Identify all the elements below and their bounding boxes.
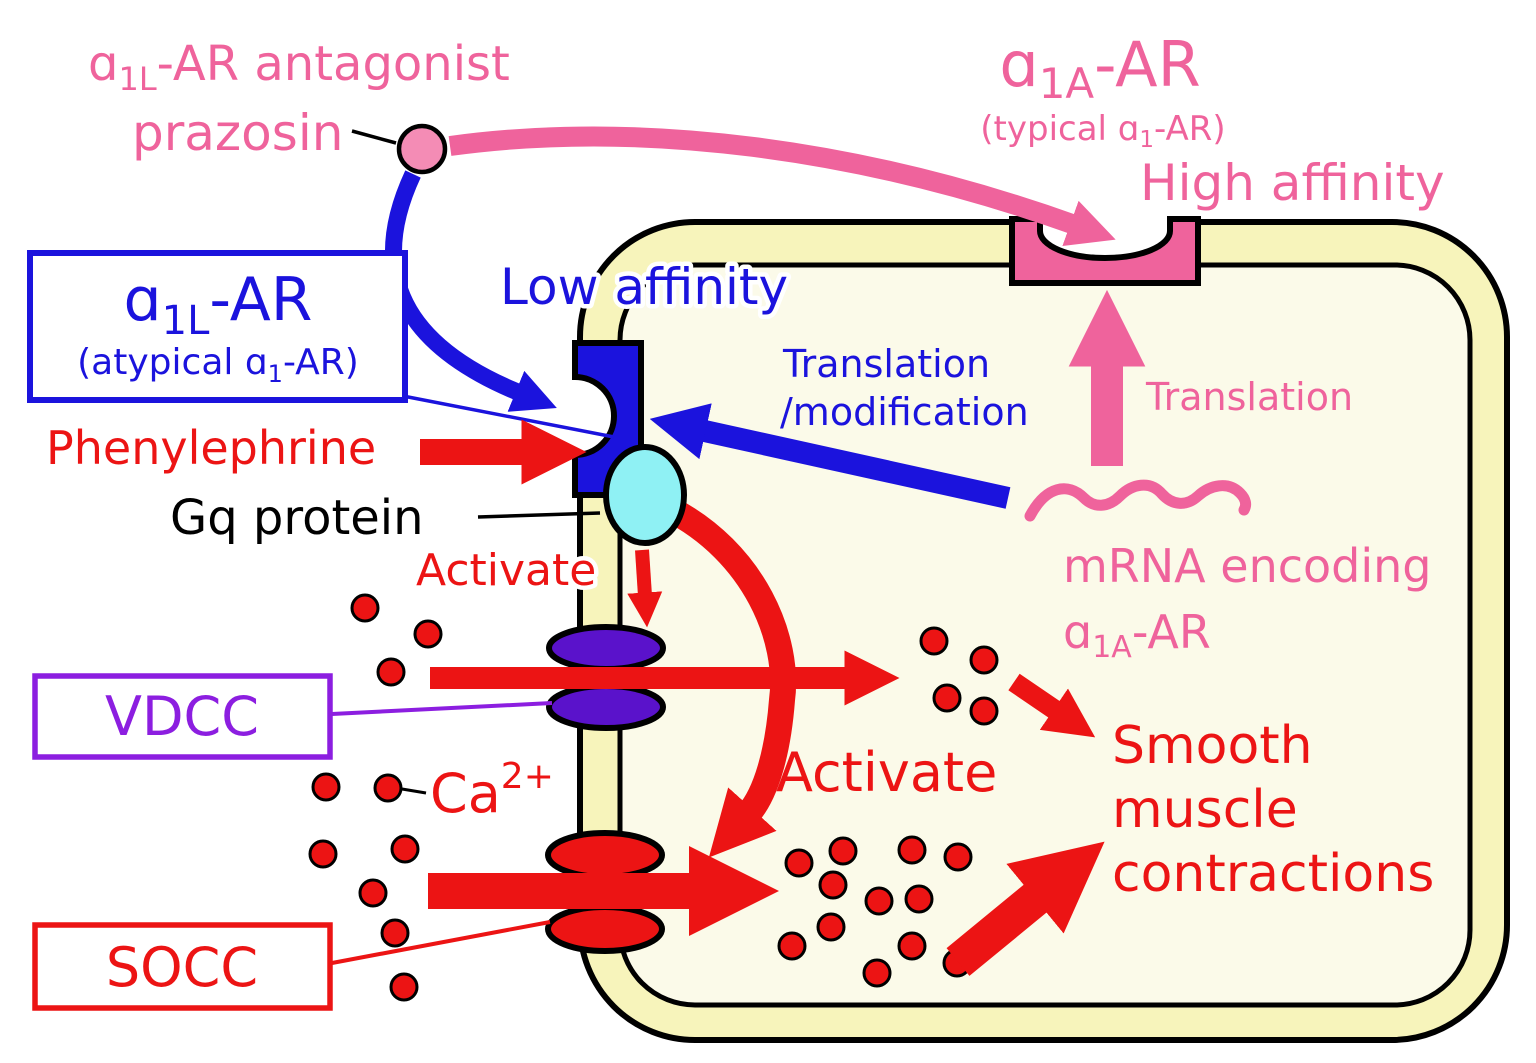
smooth-muscle-line2: muscle: [1112, 780, 1298, 840]
gq-protein-label: Gq protein: [170, 490, 424, 546]
mrna-label-line2: ɑ1A-AR: [1063, 605, 1211, 665]
gq-activate-vdcc-arrow: [627, 549, 663, 628]
prazosin-title-line1: ɑ1L-AR antagonist: [88, 36, 510, 98]
calcium-ion: [311, 772, 341, 802]
socc-label: SOCC: [106, 936, 258, 999]
gq-protein-shape: [603, 444, 687, 546]
smooth-muscle-line3: contractions: [1112, 844, 1434, 904]
calcium-ion: [816, 912, 846, 942]
translation-label: Translation: [1145, 375, 1353, 419]
calcium-ion: [389, 972, 419, 1002]
socc-label-box: [32, 922, 333, 1011]
calcium-ion: [862, 958, 892, 988]
a1l-label-box: [27, 250, 408, 403]
calcium-ion: [380, 918, 410, 948]
gq-activate-label: Activate: [416, 545, 596, 596]
vdcc-pointer-line: [331, 701, 553, 716]
calcium-ion: [413, 619, 443, 649]
vdcc-channel-subunit: [546, 683, 666, 731]
mrna-to-a1l-arrow: [649, 403, 1011, 509]
calcium-ion: [969, 696, 999, 726]
translation-modification-line2: /modification: [780, 390, 1029, 434]
calcium-label: Ca2+: [430, 756, 554, 825]
calcium-to-contraction-arrow-upper: [1008, 673, 1096, 738]
gq-pointer-line: [477, 511, 601, 519]
activate-label-big: Activate: [776, 741, 997, 804]
calcium-ion: [864, 886, 894, 916]
phenylephrine-label: Phenylephrine: [46, 421, 376, 475]
calcium-ion: [919, 626, 949, 656]
calcium-ion: [897, 931, 927, 961]
mrna-wave: [1024, 479, 1252, 522]
a1l-box-subtitle: (atypical ɑ1-AR): [77, 342, 359, 388]
a1a-subtitle: (typical ɑ1-AR): [980, 109, 1225, 153]
socc-channel-subunit: [545, 830, 665, 880]
socc-channel-subunit: [545, 904, 665, 954]
socc-pointer-line: [331, 920, 551, 965]
mrna-label-line1: mRNA encoding: [1063, 539, 1432, 593]
prazosin-molecule: [396, 123, 448, 175]
prazosin-title-line2: prazosin: [132, 104, 343, 162]
translation-modification-line1: Translation: [782, 342, 990, 386]
calcium-ions-cytosol-upper: [919, 626, 999, 726]
high-affinity-label: High affinity: [1140, 154, 1445, 212]
a1l-box-title: ɑ1L-AR: [124, 265, 313, 344]
vdcc-channel-subunit: [546, 624, 666, 672]
calcium-ion: [358, 878, 388, 908]
calcium-ion: [376, 657, 406, 687]
a1a-receptor-shape: [1009, 216, 1201, 286]
calcium-ion: [828, 836, 858, 866]
low-affinity-label: Low affinity: [500, 258, 788, 316]
calcium-ion: [373, 773, 403, 803]
calcium-ion: [390, 834, 420, 864]
calcium-ion: [784, 848, 814, 878]
vdcc-label: VDCC: [105, 685, 259, 748]
calcium-ion: [943, 842, 973, 872]
calcium-ions-extracellular: [308, 593, 443, 1002]
calcium-ion: [897, 835, 927, 865]
calcium-to-contraction-arrow-lower: [946, 841, 1105, 976]
prazosin-pointer-line: [351, 129, 397, 145]
a1a-title: ɑ1A-AR: [999, 28, 1200, 108]
calcium-ion: [350, 593, 380, 623]
calcium-ion: [932, 683, 962, 713]
prazosin-to-a1a-arrow: [448, 126, 1116, 246]
calcium-ion: [969, 645, 999, 675]
smooth-muscle-line1: Smooth: [1112, 716, 1313, 776]
calcium-ion: [818, 870, 848, 900]
calcium-ion: [777, 931, 807, 961]
calcium-ion: [904, 884, 934, 914]
calcium-pointer-line: [401, 787, 427, 795]
vdcc-label-box: [32, 673, 333, 760]
calcium-ion: [308, 839, 338, 869]
